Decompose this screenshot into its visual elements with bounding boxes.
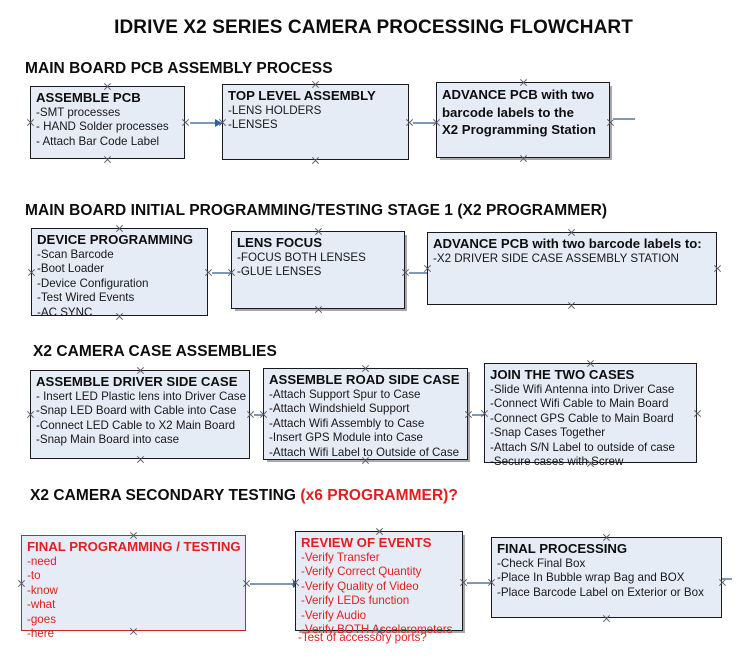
node-line: -need xyxy=(27,554,57,568)
node-final-programming-testing[interactable]: FINAL PROGRAMMING / TESTING -need -to -k… xyxy=(21,535,246,640)
node-line: -Connect Wifi Cable to Main Board xyxy=(490,397,669,411)
node-title: REVIEW OF EVENTS xyxy=(301,535,432,550)
node-line: -goes xyxy=(27,612,57,626)
node-assemble-driver-side-case[interactable]: ASSEMBLE DRIVER SIDE CASE - Insert LED P… xyxy=(30,370,250,459)
node-line: -X2 DRIVER SIDE CASE ASSEMBLY STATION xyxy=(433,251,679,265)
node-title: ADVANCE PCB with two xyxy=(442,87,595,102)
node-review-of-events[interactable]: REVIEW OF EVENTS -Verify Transfer -Verif… xyxy=(295,531,463,636)
node-line: -Attach Wifi Assembly to Case xyxy=(269,416,425,430)
node-line: -SMT processes xyxy=(36,105,121,119)
node-line: -Device Configuration xyxy=(37,276,149,290)
node-title: ASSEMBLE DRIVER SIDE CASE xyxy=(36,374,238,389)
node-overflow-line: -Test of accessory ports? xyxy=(298,631,427,644)
node-title: DEVICE PROGRAMMING xyxy=(37,232,194,247)
node-title: barcode labels to the xyxy=(442,104,574,120)
node-line: -Check Final Box xyxy=(497,556,586,570)
node-line: -Verify Audio xyxy=(301,608,367,622)
node-line: -Attach Support Spur to Case xyxy=(269,387,421,401)
node-line: -Snap Cases Together xyxy=(490,426,606,440)
node-top-level-assembly[interactable]: TOP LEVEL ASSEMBLY -LENS HOLDERS -LENSES xyxy=(222,84,409,160)
section-heading-pcb-assembly: MAIN BOARD PCB ASSEMBLY PROCESS xyxy=(25,60,333,78)
node-final-processing[interactable]: FINAL PROCESSING -Check Final Box -Place… xyxy=(491,537,722,618)
section-heading-text: X2 CAMERA CASE ASSEMBLIES xyxy=(33,343,277,360)
arrow-assemble-pcb-to-top-level xyxy=(190,118,222,128)
node-join-the-two-cases[interactable]: JOIN THE TWO CASES -Slide Wifi Antenna i… xyxy=(484,363,697,468)
node-title: TOP LEVEL ASSEMBLY xyxy=(228,88,376,103)
node-line: -LENS HOLDERS xyxy=(228,103,322,117)
node-line: -here xyxy=(27,627,55,641)
node-title: ASSEMBLE ROAD SIDE CASE xyxy=(269,372,460,387)
node-line: -to xyxy=(27,569,41,583)
node-line: -Connect GPS Cable to Main Board xyxy=(490,411,674,425)
node-line: - Attach Bar Code Label xyxy=(36,134,160,148)
node-line: -LENSES xyxy=(228,118,278,132)
node-title: ADVANCE PCB with two barcode labels to: xyxy=(433,236,702,251)
node-line: -Place Barcode Label on Exterior or Box xyxy=(497,585,704,599)
node-advance-pcb-to-driver-side-case[interactable]: ADVANCE PCB with two barcode labels to: … xyxy=(427,232,717,305)
node-line: -Scan Barcode xyxy=(37,247,114,261)
node-title: ASSEMBLE PCB xyxy=(36,90,141,105)
node-title: JOIN THE TWO CASES xyxy=(490,367,635,382)
node-line: -Connect LED Cable to X2 Main Board xyxy=(36,418,236,432)
section-heading-text: X2 CAMERA SECONDARY TESTING xyxy=(30,487,301,504)
node-line: -FOCUS BOTH LENSES xyxy=(237,250,366,264)
connector-stub xyxy=(722,578,732,580)
node-title: FINAL PROGRAMMING / TESTING xyxy=(27,539,241,554)
section-heading-initial-programming: MAIN BOARD INITIAL PROGRAMMING/TESTING S… xyxy=(25,202,607,220)
section-heading-text: MAIN BOARD PCB ASSEMBLY PROCESS xyxy=(25,60,333,77)
section-heading-text: MAIN BOARD INITIAL PROGRAMMING/TESTING S… xyxy=(25,202,608,219)
node-device-programming[interactable]: DEVICE PROGRAMMING -Scan Barcode -Boot L… xyxy=(31,228,208,319)
node-line: -Place In Bubble wrap Bag and BOX xyxy=(497,571,685,585)
node-line: -what xyxy=(27,598,56,612)
node-assemble-pcb[interactable]: ASSEMBLE PCB -SMT processes - HAND Solde… xyxy=(30,86,185,159)
node-line: -Attach Wifi Label to Outside of Case xyxy=(269,445,460,459)
connector-stub xyxy=(613,118,635,120)
node-line: -Verify Quality of Video xyxy=(301,579,419,593)
node-title: FINAL PROCESSING xyxy=(497,541,628,556)
section-heading-accent: (x6 PROGRAMMER)? xyxy=(300,487,458,504)
node-line: -Attach S/N Label to outside of case xyxy=(490,440,675,454)
node-line: -Snap Main Board into case xyxy=(36,433,180,447)
node-line: -Secure cases with Screw xyxy=(490,455,624,469)
node-line: -GLUE LENSES xyxy=(237,265,322,279)
node-line: -Verify BOTH Accelerometers xyxy=(301,623,453,637)
node-title: X2 Programming Station xyxy=(442,122,596,137)
section-heading-secondary-testing: X2 CAMERA SECONDARY TESTING (x6 PROGRAMM… xyxy=(30,487,458,505)
node-line: -AC SYNC xyxy=(37,305,93,319)
node-line: -Snap LED Board with Cable into Case xyxy=(36,404,237,418)
node-line: -Attach Windshield Support xyxy=(269,402,410,416)
node-title: LENS FOCUS xyxy=(237,235,322,250)
node-line: - HAND Solder processes xyxy=(36,120,169,134)
node-line: - Insert LED Plastic lens into Driver Ca… xyxy=(36,389,247,403)
node-line: -Verify Correct Quantity xyxy=(301,565,422,579)
arrow-final-programming-to-review-of-events xyxy=(250,579,300,589)
node-line: -know xyxy=(27,583,58,597)
node-line: -Verify Transfer xyxy=(301,550,380,564)
node-advance-pcb-to-programming-station[interactable]: ADVANCE PCB with two barcode labels to t… xyxy=(436,82,610,158)
node-line: -Boot Loader xyxy=(37,262,105,276)
node-line: -Verify LEDs function xyxy=(301,594,410,608)
node-line: -Insert GPS Module into Case xyxy=(269,431,424,445)
section-heading-case-assemblies: X2 CAMERA CASE ASSEMBLIES xyxy=(33,343,277,361)
page-title: IDRIVE X2 SERIES CAMERA PROCESSING FLOWC… xyxy=(114,17,633,38)
node-assemble-road-side-case[interactable]: ASSEMBLE ROAD SIDE CASE -Attach Support … xyxy=(263,368,468,460)
node-line: -Slide Wifi Antenna into Driver Case xyxy=(490,382,675,396)
node-lens-focus[interactable]: LENS FOCUS -FOCUS BOTH LENSES -GLUE LENS… xyxy=(231,231,405,309)
node-line: -Test Wired Events xyxy=(37,291,135,305)
